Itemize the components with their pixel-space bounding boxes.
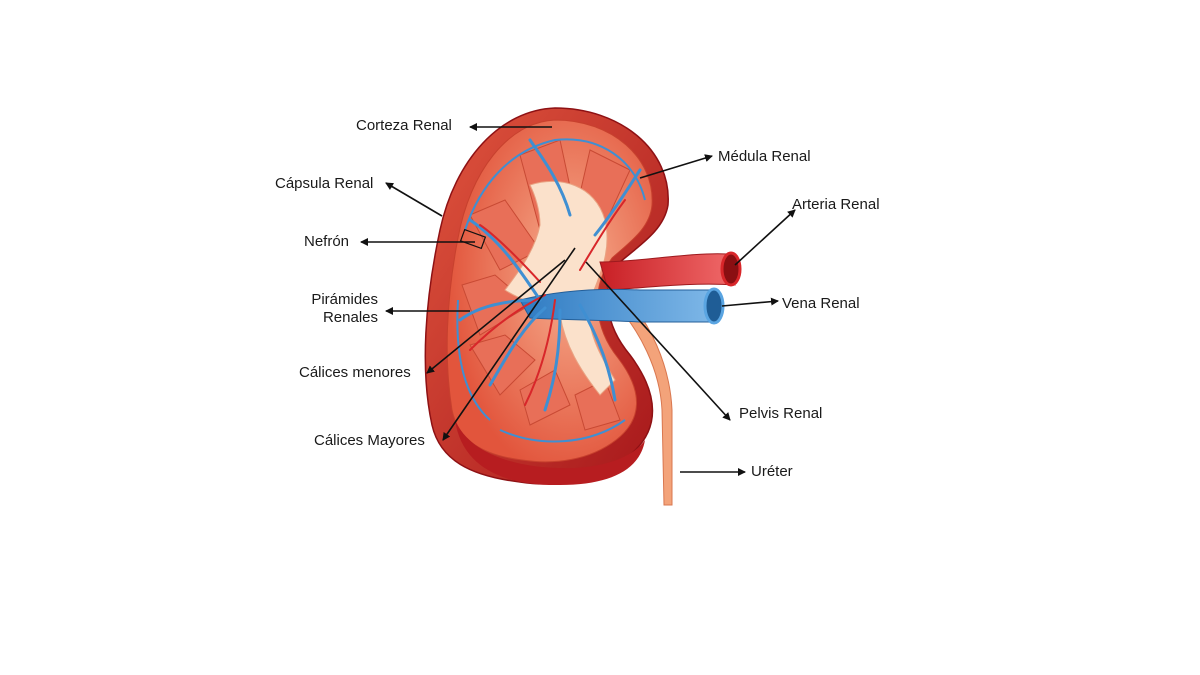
cortex-lower-band xyxy=(455,420,645,486)
label-calices-menores: Cálices menores xyxy=(299,364,411,381)
label-vena-renal: Vena Renal xyxy=(782,295,860,312)
renal-vein-opening xyxy=(703,287,725,325)
renal-artery-opening xyxy=(720,251,742,287)
label-medula-renal: Médula Renal xyxy=(718,148,811,165)
label-nefron: Nefrón xyxy=(304,233,350,250)
label-pelvis-renal: Pelvis Renal xyxy=(739,405,823,422)
pointer-lines xyxy=(360,123,796,476)
label-capsula-renal: Cápsula Renal xyxy=(275,175,374,192)
label-ureter: Uréter xyxy=(751,463,793,480)
label-piramides-renales: Pirámides Renales xyxy=(300,291,378,327)
arcuate-vessels xyxy=(456,138,646,443)
label-arteria-renal: Arteria Renal xyxy=(792,196,880,213)
renal-vein xyxy=(519,288,717,323)
label-piramides-line-1: Pirámides xyxy=(311,291,378,308)
nephron-highlight xyxy=(459,228,487,250)
label-calices-mayores: Cálices Mayores xyxy=(314,432,425,449)
label-corteza-renal: Corteza Renal xyxy=(356,117,452,134)
label-piramides-line-2: Renales xyxy=(322,309,378,326)
vessel-branches xyxy=(458,138,642,412)
